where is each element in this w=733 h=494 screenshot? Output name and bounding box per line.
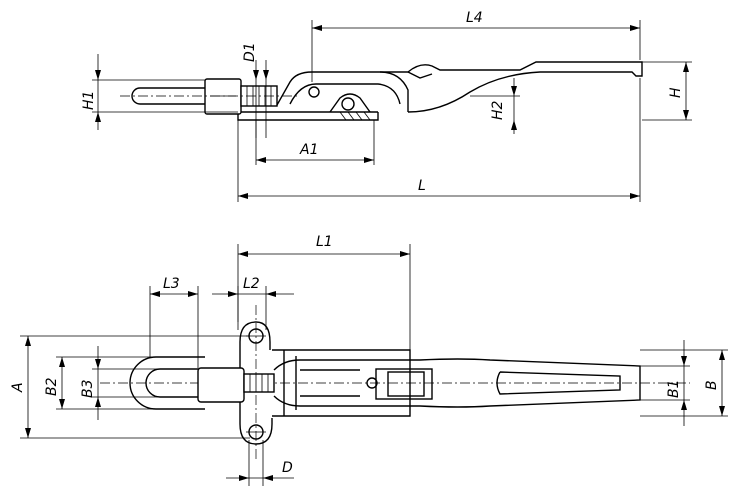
side-view: L4 D1 H1 H2 H A1	[81, 10, 692, 202]
dim-label-b: B	[704, 380, 720, 390]
dim-label-l4: L4	[466, 10, 483, 26]
dim-label-l3: L3	[163, 276, 180, 292]
dim-label-h1: H1	[81, 91, 97, 110]
dim-label-a: A	[10, 382, 26, 393]
dim-label-b3: B3	[80, 379, 96, 398]
dim-label-l1: L1	[316, 234, 333, 250]
dim-label-b2: B2	[44, 377, 60, 396]
dim-label-l: L	[418, 178, 426, 194]
dim-label-h: H	[668, 87, 684, 98]
dim-label-l2: L2	[243, 276, 260, 292]
top-view: L1 L3 L2 A B2 B3	[10, 234, 728, 486]
dim-label-h2: H2	[490, 100, 506, 120]
dim-label-d1: D1	[242, 42, 258, 62]
dim-label-b1: B1	[666, 379, 682, 398]
dim-label-a1: A1	[299, 142, 318, 158]
dim-label-d: D	[282, 460, 293, 476]
